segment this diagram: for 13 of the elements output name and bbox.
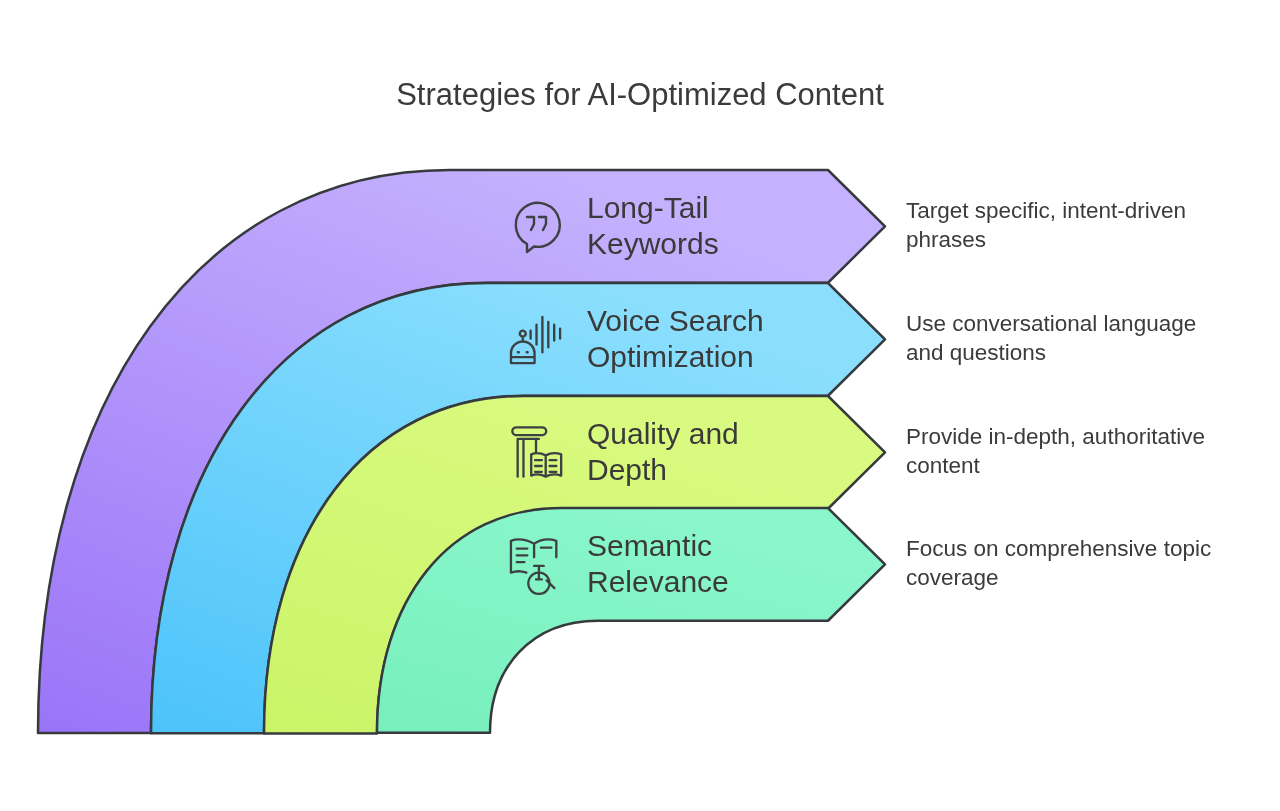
description-text: Provide in-depth, authoritative content bbox=[906, 422, 1206, 480]
band-title: Quality and Depth bbox=[587, 415, 740, 488]
diagram-title: Strategies for AI-Optimized Content bbox=[396, 76, 884, 114]
description-text: Target specific, intent-driven phrases bbox=[906, 197, 1188, 254]
curved-arrow-band bbox=[38, 170, 887, 733]
curved-arrow-band bbox=[264, 395, 887, 733]
curved-arrow-band bbox=[377, 508, 887, 733]
curved-arrow-band bbox=[151, 282, 887, 733]
description-text: Focus on comprehensive topic coverage bbox=[906, 535, 1213, 593]
band-title: Voice Search Optimization bbox=[587, 302, 765, 375]
description-text: Use conversational language and questions bbox=[906, 309, 1198, 367]
band-title: Long-Tail Keywords bbox=[587, 190, 720, 262]
band-title: Semantic Relevance bbox=[587, 528, 730, 601]
